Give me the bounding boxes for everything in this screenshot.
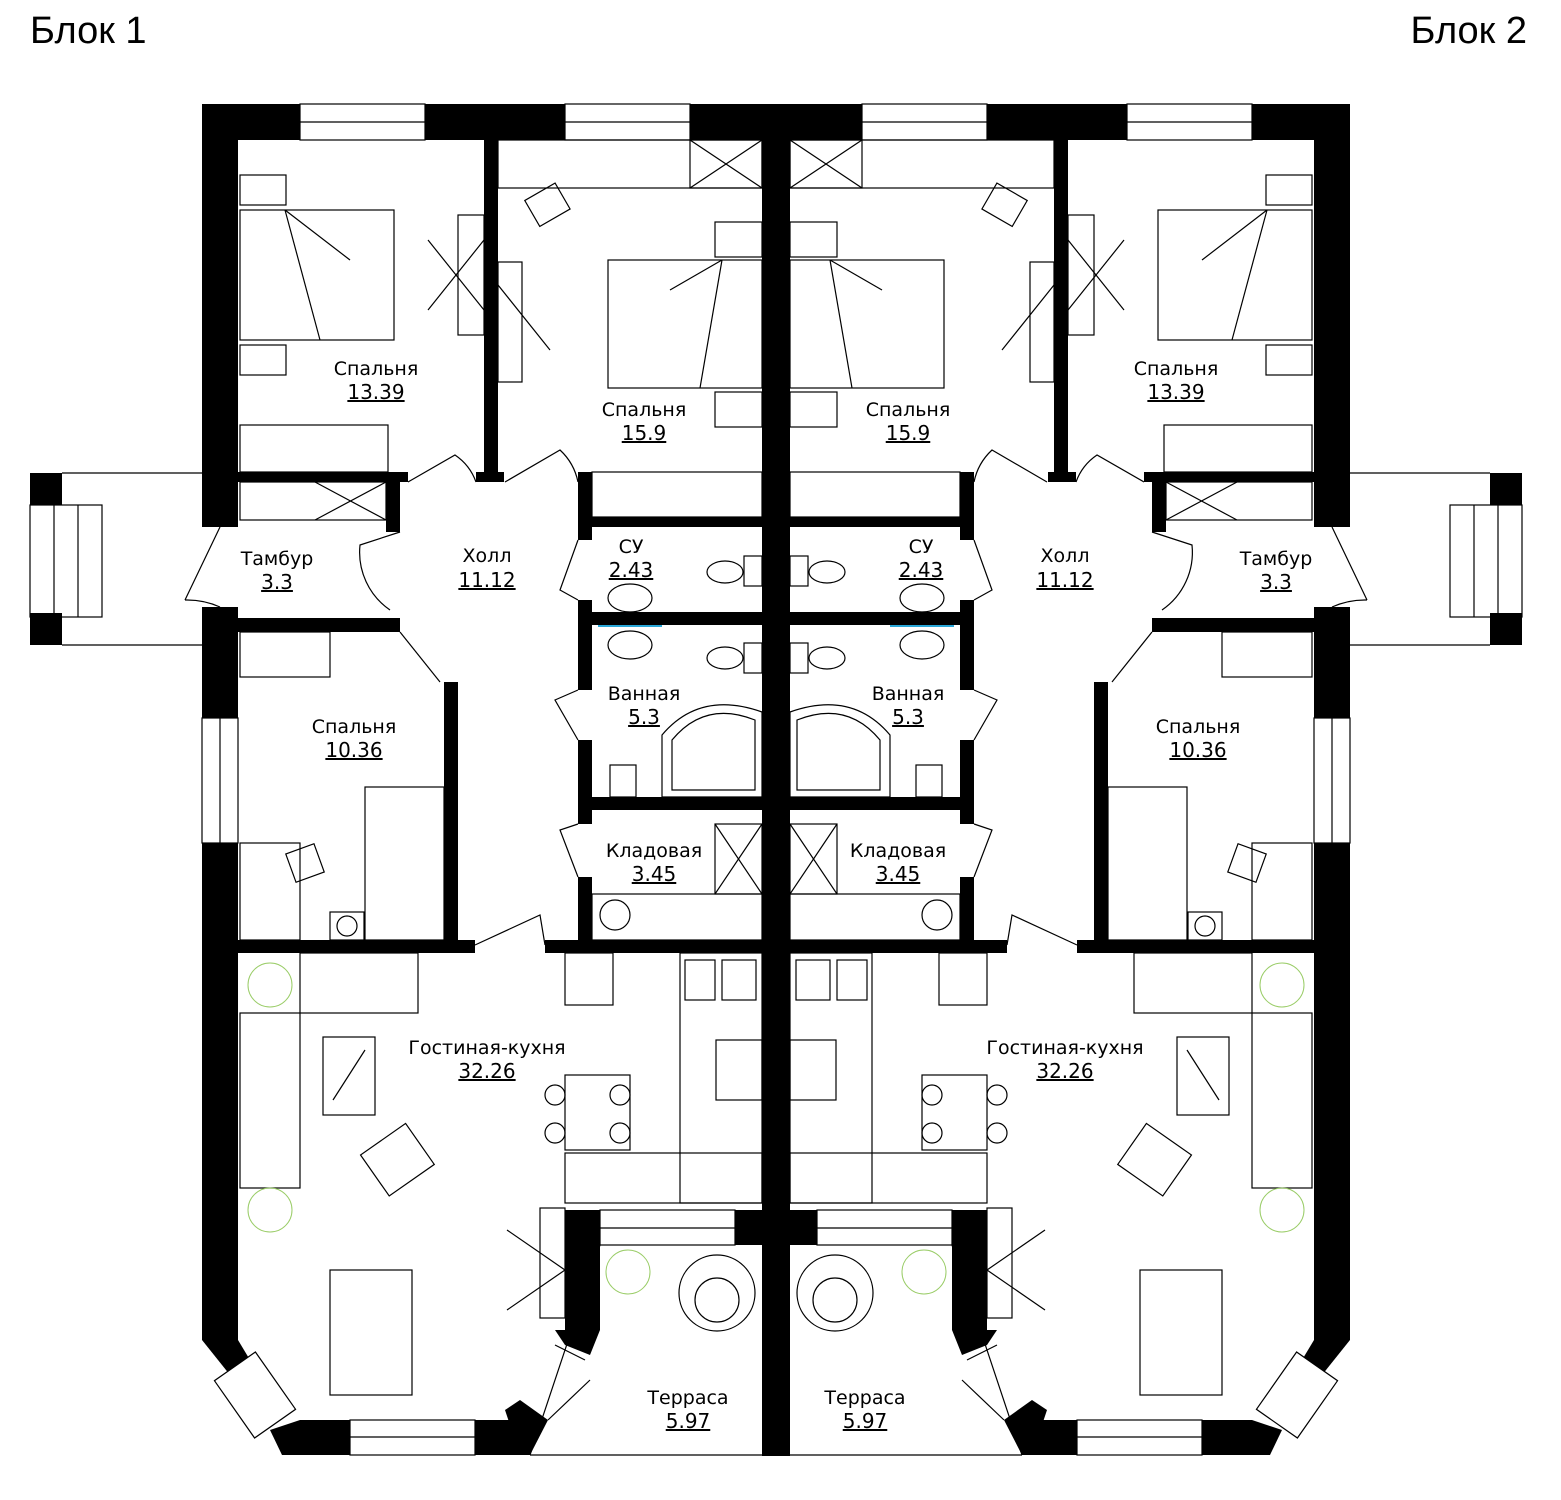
room-area: 3.3 (261, 570, 293, 594)
block-2-plan (775, 103, 1523, 1457)
room-name: СУ (909, 536, 934, 558)
room-name: Спальня (1134, 358, 1219, 380)
room-name: Ванная (872, 683, 945, 705)
room-area: 5.3 (892, 705, 924, 729)
room-area: 15.9 (622, 421, 667, 445)
room-area: 10.36 (325, 738, 382, 762)
room-area: 11.12 (458, 568, 515, 592)
room-area: 3.45 (632, 862, 677, 886)
room-area: 32.26 (458, 1059, 515, 1083)
room-name: Ванная (608, 683, 681, 705)
room-name: СУ (619, 536, 644, 558)
room-name: Гостиная-кухня (986, 1037, 1143, 1059)
room-name: Спальня (602, 399, 687, 421)
room-area: 5.97 (843, 1409, 888, 1433)
room-area: 15.9 (886, 421, 931, 445)
room-name: Спальня (312, 716, 397, 738)
room-name: Холл (1041, 545, 1090, 567)
room-name: Спальня (1156, 716, 1241, 738)
room-name: Терраса (646, 1387, 728, 1409)
room-name: Терраса (823, 1387, 905, 1409)
room-area: 10.36 (1169, 738, 1226, 762)
room-area: 3.45 (876, 862, 921, 886)
block-2-title: Блок 2 (1410, 10, 1527, 52)
room-area: 2.43 (899, 558, 944, 582)
block-1-title: Блок 1 (30, 10, 147, 52)
room-name: Гостиная-кухня (408, 1037, 565, 1059)
room-area: 11.12 (1036, 568, 1093, 592)
block-1-plan (29, 103, 777, 1457)
room-name: Тамбур (240, 548, 314, 570)
room-area: 32.26 (1036, 1059, 1093, 1083)
room-name: Спальня (866, 399, 951, 421)
room-area: 2.43 (609, 558, 654, 582)
room-area: 3.3 (1260, 570, 1292, 594)
room-name: Кладовая (606, 840, 702, 862)
room-area: 5.3 (628, 705, 660, 729)
block-2-labels: Спальня 13.39 Спальня 15.9 Тамбур 3.3 Хо… (823, 358, 1312, 1433)
room-name: Спальня (334, 358, 419, 380)
block-1-labels: Спальня 13.39 Спальня 15.9 Тамбур 3.3 Хо… (240, 358, 729, 1433)
room-name: Холл (463, 545, 512, 567)
room-name: Кладовая (850, 840, 946, 862)
room-area: 13.39 (347, 380, 404, 404)
room-name: Тамбур (1239, 548, 1313, 570)
room-area: 13.39 (1147, 380, 1204, 404)
room-area: 5.97 (666, 1409, 711, 1433)
